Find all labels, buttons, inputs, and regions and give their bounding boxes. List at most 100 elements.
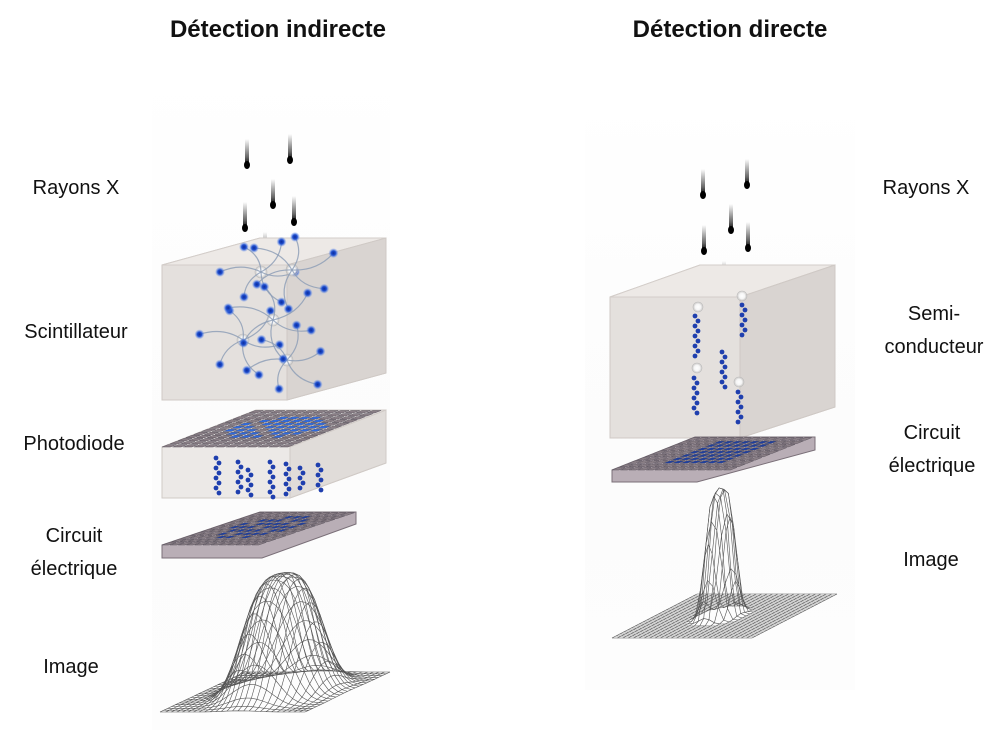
circuit-pixel-indirect [263,535,278,539]
circuit-pixel-indirect [301,525,316,529]
photodiode-pixel [268,444,284,448]
xray-beam-head [244,161,250,169]
circuit-pixel-direct [723,463,737,467]
circuit-pixel-direct [697,460,711,464]
circuit-pixel-direct [764,444,778,448]
title-indirect: Détection indirecte [169,16,387,43]
circuit-pixel-indirect [212,538,227,542]
circuit-pixel-direct [738,437,752,441]
photodiode-pixel [207,435,222,438]
circuit-pixel-indirect [299,512,314,516]
photodiode-pixel [267,419,283,423]
circuit-pixel-indirect [235,525,250,529]
photodiode-charge [267,459,273,465]
semiconductor-charge [695,348,701,354]
semiconductor-charge [735,409,741,415]
photodiode-pixel [278,419,294,423]
photodiode-charge [267,479,273,485]
circuit-pixel-indirect [219,525,234,529]
circuit-pixel-direct [680,467,695,471]
light-photon [276,297,287,308]
circuit-pixel-direct [696,450,710,454]
circuit-pixel-indirect [237,522,252,526]
circuit-pixel-direct [748,457,762,461]
photodiode-pixel [305,425,321,429]
photodiode-pixel [257,431,273,435]
photodiode-pixel [201,441,217,445]
circuit-pixel-direct [740,457,754,461]
circuit-pixel-direct [721,444,735,448]
light-photon [253,369,264,380]
circuit-pixel-direct [696,453,711,458]
circuit-pixel-direct [714,457,728,461]
photodiode-pixel [283,413,299,417]
photodiode-charge [286,466,292,472]
circuit-pixel-direct [721,447,736,451]
circuit-pixel-direct [679,457,694,461]
photodiode-charge [286,476,292,482]
circuit-pixel-direct [704,447,719,451]
circuit-pixel-direct [722,450,736,454]
circuit-pixel-direct [611,467,626,471]
photodiode-pixel [270,422,286,426]
semiconductor-charge [692,353,698,359]
circuit-pixel-indirect [181,535,196,539]
circuit-pixel-indirect [310,522,326,526]
photodiode-charge [267,469,273,475]
photodiode-pixel [239,435,254,438]
circuit-pixel-direct [731,457,745,461]
circuit-pixel-direct [712,437,726,441]
light-photon [276,236,287,247]
photodiode-pixel [280,410,296,414]
photodiode-pixel [268,431,284,435]
photodiode-charge [318,477,324,483]
semiconductor-charge [722,364,728,370]
circuit-pixel-direct [679,450,693,454]
photodiode-charge [213,475,219,481]
circuit-pixel-direct [620,467,634,471]
circuit-pixel-direct [713,447,727,451]
photodiode-pixel [316,425,331,429]
circuit-pixel-direct [790,440,804,444]
photodiode-charge [315,472,321,478]
photodiode-charge [248,482,254,488]
circuit-pixel-direct [663,467,677,471]
circuit-pixel-indirect [240,532,255,536]
photodiode-charge [315,462,321,468]
photodiode-pixel [244,441,260,445]
image-mesh-direct [611,593,698,639]
circuit-pixel-direct [798,437,812,441]
semiconductor-charge [722,354,728,360]
photodiode-pixel [191,441,206,445]
photodiode-charge [297,465,303,471]
semiconductor-charge [719,349,725,355]
light-photon [215,267,225,277]
semiconductor-charge [742,317,748,323]
circuit-pixel-indirect [230,535,245,539]
circuit-pixel-direct [705,457,719,461]
circuit-pixel-indirect [297,515,312,519]
circuit-pixel-indirect [201,528,216,533]
image-mesh-indirect [276,642,363,713]
circuit-pixel-direct [721,437,735,441]
circuit-pixel-direct [747,447,762,451]
photodiode-charge [270,474,276,480]
circuit-pixel-indirect [222,535,237,539]
circuit-pixel-indirect [250,512,265,516]
photodiode-pixel [300,431,316,435]
circuit-pixel-direct [729,437,743,441]
circuit-pixel-direct [714,463,729,467]
photodiode-pixel [276,441,292,445]
photodiode-pixel [252,425,267,429]
xray-beam [271,179,275,205]
photodiode-pixel [236,444,252,448]
light-photon [278,354,289,365]
photodiode-pixel [220,438,236,442]
circuit-pixel-direct [723,460,737,464]
circuit-pixel-direct [706,463,720,467]
circuit-pixel-indirect [322,515,337,519]
circuit-pixel-direct [688,460,703,464]
photodiode-pixel [257,419,272,423]
xray-beam [729,204,733,230]
photodiode-pixel [326,413,342,417]
